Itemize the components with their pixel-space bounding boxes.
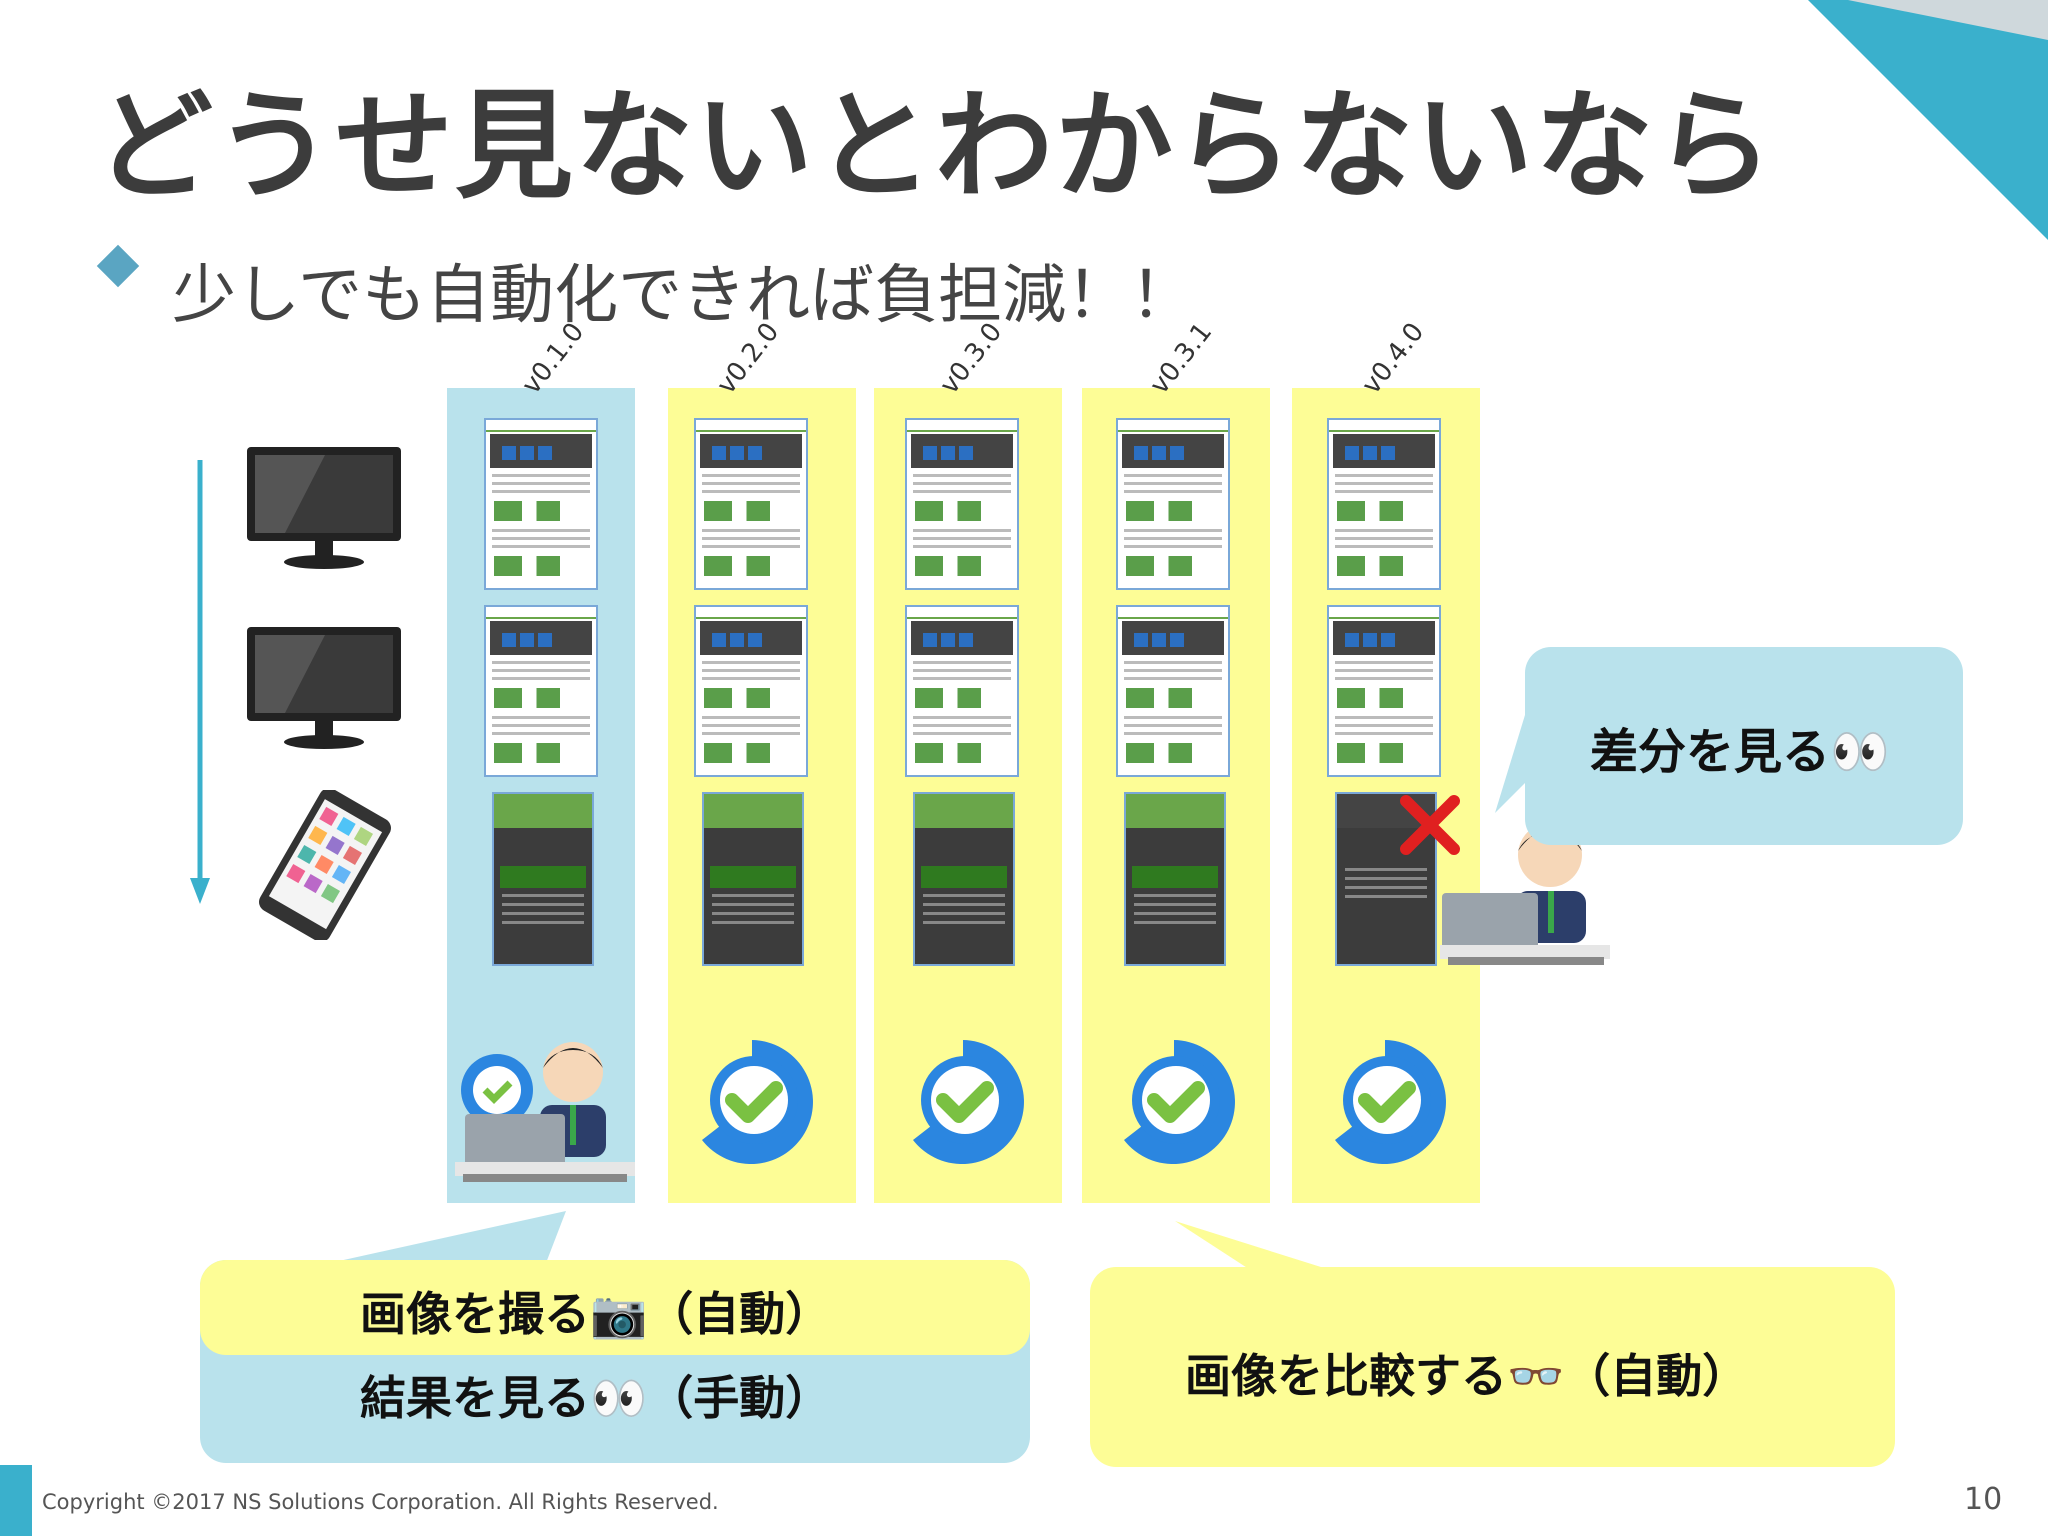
compare-callout-text: 画像を比較する👓（自動） (1185, 1349, 1749, 1403)
compare-callout-tail (1175, 1221, 1340, 1273)
desktop-screenshot-thumbnail (1327, 418, 1441, 590)
smartphone-icon (259, 790, 391, 940)
desktop-screenshot-thumbnail (694, 605, 808, 777)
desktop-screenshot-thumbnail (484, 605, 598, 777)
desktop-screenshot-thumbnail (905, 418, 1019, 590)
capture-callout-text: 画像を撮る📷（自動） (360, 1287, 832, 1341)
visual-test-pass-logo-icon (913, 1040, 1024, 1164)
mobile-screenshot-thumbnail (1124, 792, 1226, 966)
review-callout-text: 結果を見る👀（手動） (360, 1371, 832, 1425)
desktop-monitor-icon (247, 447, 401, 569)
desktop-screenshot-thumbnail (1116, 418, 1230, 590)
footer-accent-bar (0, 1465, 32, 1536)
desktop-screenshot-thumbnail (1116, 605, 1230, 777)
corner-decoration (1808, 0, 2048, 240)
desktop-screenshot-thumbnail (1327, 605, 1441, 777)
operator-person-icon (455, 1042, 635, 1182)
capture-callout-tail (330, 1211, 566, 1263)
mobile-screenshot-thumbnail (492, 792, 594, 966)
capture-callout (200, 1260, 1030, 1355)
slide-title: どうせ見ないとわからないなら (95, 77, 1776, 215)
diff-callout-text: 差分を見る👀 (1590, 724, 1890, 780)
desktop-monitor-icon (247, 627, 401, 749)
mobile-screenshot-thumbnail (913, 792, 1015, 966)
down-arrow-icon (190, 460, 210, 904)
visual-test-pass-logo-icon (702, 1040, 813, 1164)
desktop-screenshot-thumbnail (905, 605, 1019, 777)
desktop-screenshot-thumbnail (484, 418, 598, 590)
operator-person-icon (1440, 823, 1610, 965)
compare-callout (1090, 1267, 1895, 1467)
page-number: 10 (1964, 1482, 2003, 1517)
diff-callout (1525, 647, 1963, 845)
mobile-screenshot-thumbnail (702, 792, 804, 966)
visual-test-pass-logo-icon (1335, 1040, 1446, 1164)
desktop-screenshot-thumbnail (694, 418, 808, 590)
bullet-text: 少しでも自動化できれば負担減！！ (172, 259, 1195, 333)
error-x-icon (1400, 795, 1460, 855)
copyright-text: Copyright ©2017 NS Solutions Corporation… (42, 1490, 719, 1514)
bullet-diamond-icon (96, 244, 140, 288)
visual-test-pass-logo-icon (1124, 1040, 1235, 1164)
